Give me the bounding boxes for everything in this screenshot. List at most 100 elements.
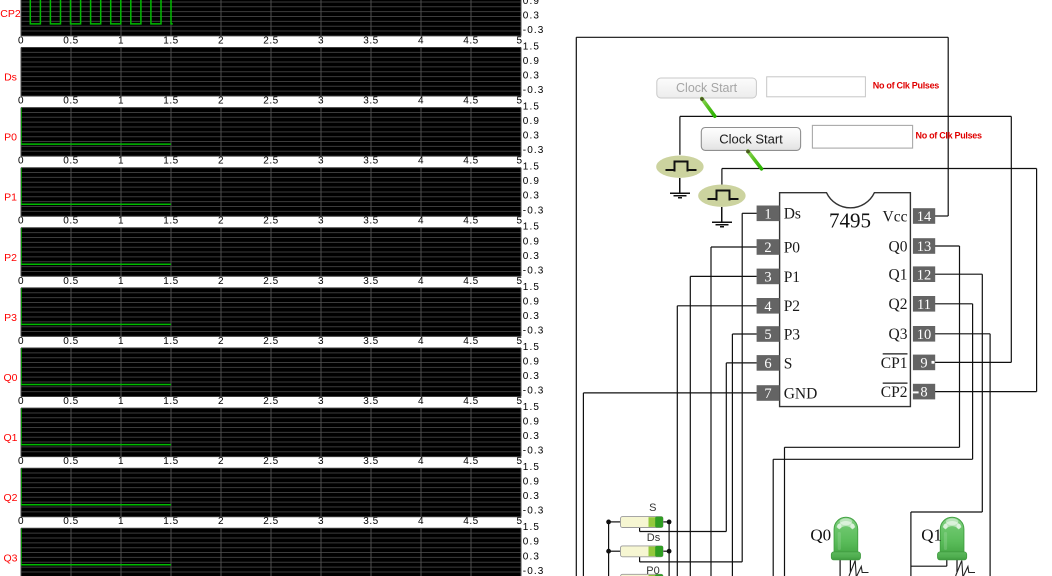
svg-text:0: 0 xyxy=(18,516,24,527)
svg-text:1.5: 1.5 xyxy=(523,402,540,413)
svg-text:-0.3: -0.3 xyxy=(523,205,545,216)
svg-text:Ds: Ds xyxy=(4,72,17,84)
svg-text:1.5: 1.5 xyxy=(163,516,178,527)
svg-text:-0.3: -0.3 xyxy=(523,325,545,336)
svg-text:CP2: CP2 xyxy=(881,384,908,401)
svg-text:1.5: 1.5 xyxy=(163,216,178,227)
svg-text:0.5: 0.5 xyxy=(63,156,78,167)
svg-text:0.3: 0.3 xyxy=(523,551,540,562)
svg-text:0.5: 0.5 xyxy=(63,35,78,46)
svg-text:1.5: 1.5 xyxy=(163,96,178,107)
svg-text:0.3: 0.3 xyxy=(523,311,540,322)
svg-text:0: 0 xyxy=(18,96,24,107)
svg-text:-0.3: -0.3 xyxy=(523,265,545,276)
svg-text:P3: P3 xyxy=(4,312,17,324)
svg-text:0.9: 0.9 xyxy=(523,116,540,127)
svg-text:0.3: 0.3 xyxy=(523,491,540,502)
svg-text:0.3: 0.3 xyxy=(523,371,540,382)
svg-text:4.5: 4.5 xyxy=(463,336,478,347)
svg-text:P1: P1 xyxy=(784,269,800,286)
svg-text:0: 0 xyxy=(18,156,24,167)
svg-text:0: 0 xyxy=(18,396,24,407)
svg-text:2: 2 xyxy=(218,516,224,527)
svg-text:0: 0 xyxy=(18,456,24,467)
svg-text:P1: P1 xyxy=(4,192,17,204)
svg-text:4.5: 4.5 xyxy=(463,456,478,467)
svg-text:S: S xyxy=(784,355,793,372)
svg-text:4: 4 xyxy=(418,396,424,407)
svg-text:5: 5 xyxy=(516,35,522,46)
svg-text:0.9: 0.9 xyxy=(523,356,540,367)
svg-text:1.5: 1.5 xyxy=(523,222,540,233)
svg-text:CP1: CP1 xyxy=(881,355,908,372)
svg-text:2.5: 2.5 xyxy=(263,35,278,46)
svg-text:3.5: 3.5 xyxy=(363,516,378,527)
svg-text:0.9: 0.9 xyxy=(523,236,540,247)
svg-text:2: 2 xyxy=(218,216,224,227)
svg-text:4.5: 4.5 xyxy=(463,216,478,227)
svg-text:4.5: 4.5 xyxy=(463,516,478,527)
svg-text:Q2: Q2 xyxy=(3,492,17,504)
svg-text:Q1: Q1 xyxy=(921,526,942,545)
svg-text:Q0: Q0 xyxy=(3,372,17,384)
svg-text:4.5: 4.5 xyxy=(463,96,478,107)
svg-text:Clock Start: Clock Start xyxy=(676,81,738,95)
svg-text:0: 0 xyxy=(18,35,24,46)
svg-text:P2: P2 xyxy=(784,298,800,315)
svg-text:-0.3: -0.3 xyxy=(523,506,545,517)
svg-text:No of Clk Pulses: No of Clk Pulses xyxy=(916,130,983,140)
svg-text:Ds: Ds xyxy=(647,532,661,544)
svg-text:-0.3: -0.3 xyxy=(523,446,545,457)
svg-text:0.9: 0.9 xyxy=(523,176,540,187)
svg-text:0.5: 0.5 xyxy=(63,216,78,227)
svg-text:8: 8 xyxy=(920,385,927,401)
svg-text:6: 6 xyxy=(764,356,771,372)
svg-text:Q0: Q0 xyxy=(889,238,908,255)
svg-text:1.5: 1.5 xyxy=(163,396,178,407)
svg-text:1.5: 1.5 xyxy=(163,276,178,287)
svg-text:1.5: 1.5 xyxy=(523,282,540,293)
svg-text:S: S xyxy=(649,502,656,514)
svg-text:4: 4 xyxy=(418,96,424,107)
svg-text:4: 4 xyxy=(418,216,424,227)
svg-text:4: 4 xyxy=(418,156,424,167)
svg-text:1.5: 1.5 xyxy=(523,522,540,533)
svg-text:1: 1 xyxy=(118,35,124,46)
svg-text:P0: P0 xyxy=(784,239,801,256)
svg-text:Q2: Q2 xyxy=(889,296,908,313)
svg-text:2: 2 xyxy=(764,240,771,256)
svg-text:1.5: 1.5 xyxy=(523,41,540,52)
svg-text:Clock Start: Clock Start xyxy=(719,132,783,147)
svg-text:0.9: 0.9 xyxy=(523,0,540,7)
svg-text:5: 5 xyxy=(764,327,771,343)
svg-text:1: 1 xyxy=(118,336,124,347)
svg-text:0.3: 0.3 xyxy=(523,71,540,82)
svg-text:Q3: Q3 xyxy=(3,552,17,564)
svg-text:9: 9 xyxy=(920,356,927,372)
svg-text:-0.3: -0.3 xyxy=(523,145,545,156)
svg-text:3.5: 3.5 xyxy=(363,216,378,227)
svg-text:1.5: 1.5 xyxy=(163,456,178,467)
svg-text:3.5: 3.5 xyxy=(363,276,378,287)
svg-text:5: 5 xyxy=(516,96,522,107)
svg-text:1.5: 1.5 xyxy=(163,336,178,347)
svg-text:4: 4 xyxy=(418,456,424,467)
svg-text:4.5: 4.5 xyxy=(463,156,478,167)
svg-text:11: 11 xyxy=(917,297,931,313)
svg-text:0.5: 0.5 xyxy=(63,276,78,287)
svg-text:0.3: 0.3 xyxy=(523,191,540,202)
svg-text:Q1: Q1 xyxy=(3,432,17,444)
svg-text:4: 4 xyxy=(418,35,424,46)
svg-text:-0.3: -0.3 xyxy=(523,566,545,576)
svg-text:0.5: 0.5 xyxy=(63,336,78,347)
svg-text:0.5: 0.5 xyxy=(63,516,78,527)
svg-text:-0.3: -0.3 xyxy=(523,25,545,36)
svg-text:12: 12 xyxy=(917,267,932,283)
svg-text:3.5: 3.5 xyxy=(363,336,378,347)
svg-text:P0: P0 xyxy=(646,565,659,576)
svg-text:2.5: 2.5 xyxy=(263,336,278,347)
svg-text:Q0: Q0 xyxy=(810,526,831,545)
svg-text:Q1: Q1 xyxy=(889,267,908,284)
svg-text:0.9: 0.9 xyxy=(523,477,540,488)
svg-text:2.5: 2.5 xyxy=(263,516,278,527)
